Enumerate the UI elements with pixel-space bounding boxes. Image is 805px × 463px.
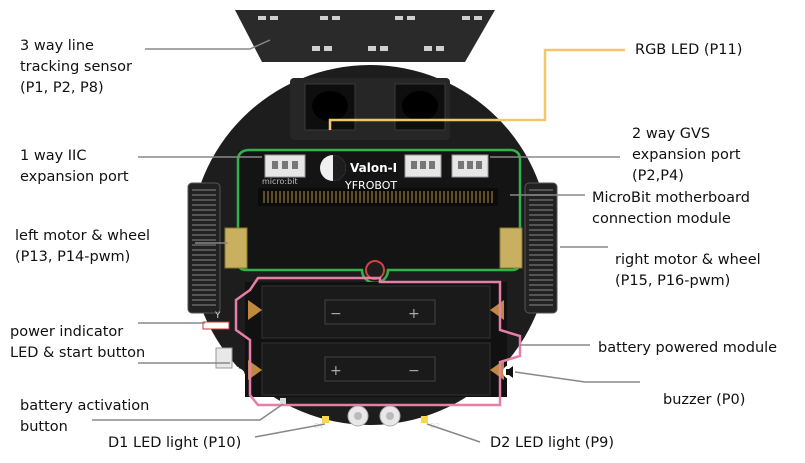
battery-activation-button <box>280 398 286 404</box>
battery-cell-1 <box>261 285 491 339</box>
label-right-motor: right motor & wheel(P15, P16-pwm) <box>615 252 761 289</box>
label-rgb-led: RGB LED (P11) <box>635 42 743 58</box>
label-d1-led: D1 LED light (P10) <box>108 435 242 451</box>
microbit-slot-label: micro:bit <box>262 177 298 186</box>
d2-led <box>421 416 428 423</box>
rgb-led-leader <box>328 48 625 130</box>
start-mark: Y <box>214 311 221 321</box>
label-left-motor: left motor & wheel(P13, P14-pwm) <box>15 228 151 265</box>
leader-lines <box>92 39 640 443</box>
microbit-slot <box>258 188 498 206</box>
start-button <box>215 347 233 369</box>
microbit-slot-pins <box>263 191 493 203</box>
battery-cell-1-marking <box>324 299 436 325</box>
left-wheel <box>187 182 221 314</box>
board-maker: YFROBOT <box>344 179 397 192</box>
battery-cell-2 <box>261 342 491 396</box>
power-indicator-led <box>202 321 230 330</box>
right-motor <box>499 227 523 269</box>
left-motor <box>224 227 248 269</box>
d1-led <box>322 416 329 423</box>
cell-2-minus: − <box>408 363 420 379</box>
label-d2-led: D2 LED light (P9) <box>490 435 615 451</box>
right-wheel <box>524 182 558 314</box>
speaker-icon <box>506 366 513 378</box>
d1-silkscreen: D1 <box>314 422 324 430</box>
battery-module-outline <box>234 276 522 407</box>
rgb-led-left-lens <box>312 91 348 121</box>
label-battery-module: battery powered module <box>598 340 778 356</box>
center-mount-hole <box>365 260 385 280</box>
gvs-connector-2 <box>451 154 489 178</box>
gvs-connector-1 <box>404 154 442 178</box>
cell-2-plus: + <box>330 363 342 379</box>
cell-1-plus: + <box>408 306 420 322</box>
label-buzzer: buzzer (P0) <box>663 392 746 408</box>
rgb-led-right-lens <box>402 91 438 121</box>
battery-cell-2-marking <box>324 356 436 382</box>
board-brand: Valon-I <box>350 161 397 175</box>
line-sensor-pads <box>258 16 482 51</box>
cell-1-minus: − <box>330 306 342 322</box>
iic-connector <box>264 154 306 178</box>
